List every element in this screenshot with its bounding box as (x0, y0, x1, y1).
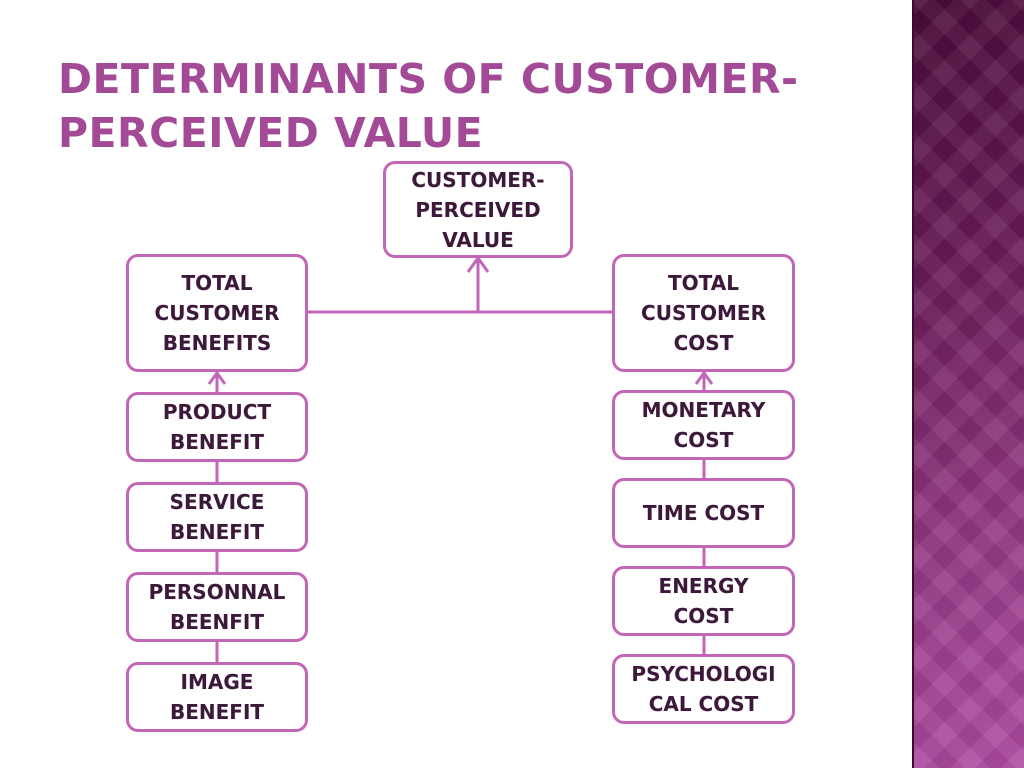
node-product-benefit: PRODUCT BENEFIT (126, 392, 308, 462)
decorative-side-band (912, 0, 1024, 768)
title-line-1: DETERMINANTS OF CUSTOMER- (58, 55, 799, 103)
title-line-2: PERCEIVED VALUE (58, 109, 484, 157)
node-service-benefit: SERVICE BENEFIT (126, 482, 308, 552)
node-monetary-cost: MONETARY COST (612, 390, 795, 460)
node-label: ENERGY COST (658, 574, 749, 628)
slide-title: DETERMINANTS OF CUSTOMER- PERCEIVED VALU… (58, 52, 898, 160)
node-label: TOTAL CUSTOMER BENEFITS (154, 271, 280, 355)
node-label: MONETARY COST (641, 398, 766, 452)
node-total-customer-cost: TOTAL CUSTOMER COST (612, 254, 795, 372)
node-personnal-beenfit: PERSONNAL BEENFIT (126, 572, 308, 642)
node-label: TIME COST (642, 501, 765, 525)
node-label: CUSTOMER- PERCEIVED VALUE (411, 167, 545, 252)
node-label: TOTAL CUSTOMER COST (641, 271, 766, 355)
node-label: PRODUCT BENEFIT (162, 400, 272, 454)
node-label: PSYCHOLOGI CAL COST (631, 662, 776, 716)
arrow-head-value (466, 255, 490, 273)
node-label: PERSONNAL BEENFIT (148, 580, 286, 634)
arrow-head-benefits (207, 370, 227, 385)
node-energy-cost: ENERGY COST (612, 566, 795, 636)
node-image-benefit: IMAGE BENEFIT (126, 662, 308, 732)
node-label: SERVICE BENEFIT (169, 490, 265, 544)
node-customer-perceived-value: CUSTOMER- PERCEIVED VALUE (383, 161, 573, 258)
node-label: IMAGE BENEFIT (169, 670, 265, 724)
arrow-head-cost (694, 370, 714, 385)
node-psychological-cost: PSYCHOLOGI CAL COST (612, 654, 795, 724)
node-time-cost: TIME COST (612, 478, 795, 548)
node-total-customer-benefits: TOTAL CUSTOMER BENEFITS (126, 254, 308, 372)
